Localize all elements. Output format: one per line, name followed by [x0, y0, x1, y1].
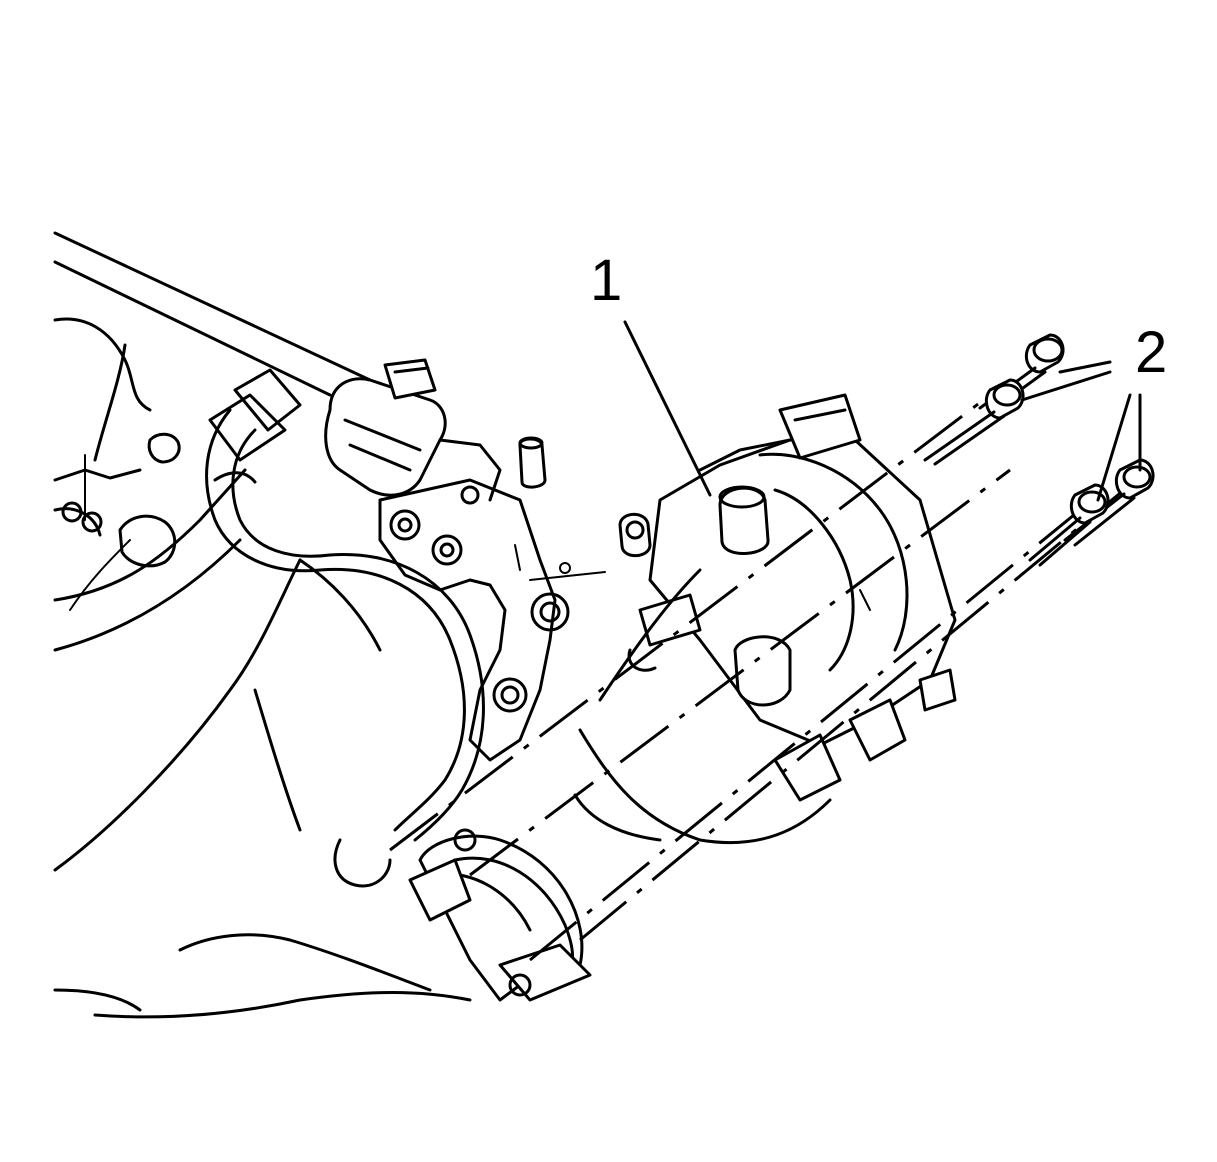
bolt-alignment-lines [389, 393, 1131, 962]
leader-2c [1096, 393, 1132, 502]
vacuum-hose [205, 368, 485, 888]
throttle-body-bolts [923, 333, 1155, 567]
leader-2b [1020, 370, 1112, 402]
mounting-bracket [378, 478, 606, 762]
throttle-body [573, 393, 957, 845]
leader-1 [623, 320, 712, 497]
intake-manifold [53, 231, 472, 1019]
throttle-body-gasket [408, 828, 592, 1002]
callout-label-1: 1 [590, 248, 622, 313]
callout-leaders [623, 320, 1142, 502]
leader-2a [1058, 360, 1112, 374]
callout-label-2: 2 [1135, 320, 1167, 385]
map-sensor [324, 358, 547, 502]
